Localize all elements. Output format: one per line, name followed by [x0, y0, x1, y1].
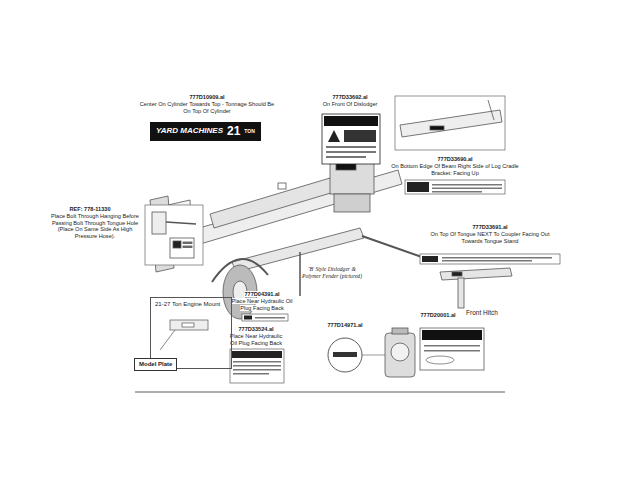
node-text: Model Plate	[139, 361, 172, 368]
label-text: 777D04391.al	[232, 291, 292, 298]
label-text: 'B' Style Dislodger & Polymer Fender (pi…	[301, 266, 363, 279]
label-text: Front Hitch	[457, 309, 507, 317]
model-plate-box: Model Plate	[134, 358, 177, 371]
label-text: 777D33691.al	[450, 224, 530, 231]
label-text: 777D20001.al	[408, 312, 468, 319]
label-text: Place Near Hydraulic Oil Plug Facing Bac…	[231, 298, 293, 311]
front-hitch	[440, 268, 512, 308]
brand-decal: YARD MACHINES 21 TON	[150, 122, 261, 141]
beam-detail	[400, 110, 502, 137]
label-text: On Bottom Edge Of Beam Right Side of Log…	[390, 163, 520, 176]
pump	[334, 194, 370, 212]
cylinder	[210, 178, 334, 228]
decal-777D33691	[420, 254, 560, 264]
decal-777D33524	[230, 349, 284, 383]
label-text: Center On Cylinder Towards Top - Tonnage…	[137, 101, 277, 114]
bracket-detail	[488, 100, 494, 120]
label-text: On Front Of Dislodger	[310, 101, 390, 108]
engine-view	[385, 328, 415, 377]
label-text: Place Near Hydraulic Oil Plug Facing Bac…	[227, 333, 285, 346]
engine-mount-detail	[160, 320, 208, 350]
node-text: TON	[244, 129, 254, 135]
decal-777D04391	[242, 314, 288, 321]
rule	[135, 392, 505, 393]
decal-777D14971	[328, 338, 385, 372]
decal-777D20001	[420, 328, 484, 370]
label-text: 777D33692.al	[315, 94, 385, 101]
node-text: YARD MACHINES	[156, 127, 223, 136]
decal-spot	[430, 126, 444, 130]
label-text: 777D33524.al	[226, 326, 286, 333]
node-text: 21-27 Ton Engine Mount	[155, 301, 227, 308]
decal-777D33690	[405, 180, 505, 194]
label-text: Place Bolt Through Hanging Before Passin…	[48, 213, 143, 240]
tonnage-decal	[278, 183, 286, 189]
label-text: 777D33690.al	[415, 156, 495, 163]
label-text: 777D10909.al	[167, 94, 247, 101]
inset-frame	[145, 205, 203, 265]
bolt-detail	[152, 212, 196, 258]
label-text: REF: 778-11330	[50, 206, 130, 213]
label-text: 777D14971.al	[315, 322, 375, 329]
inset-frame	[395, 96, 505, 150]
node-text: 21	[227, 125, 240, 138]
label-text: On Top Of Tongue NEXT To Coupler Facing …	[430, 231, 550, 244]
decal-777D33692	[322, 114, 380, 164]
tongue-stand	[299, 252, 301, 296]
